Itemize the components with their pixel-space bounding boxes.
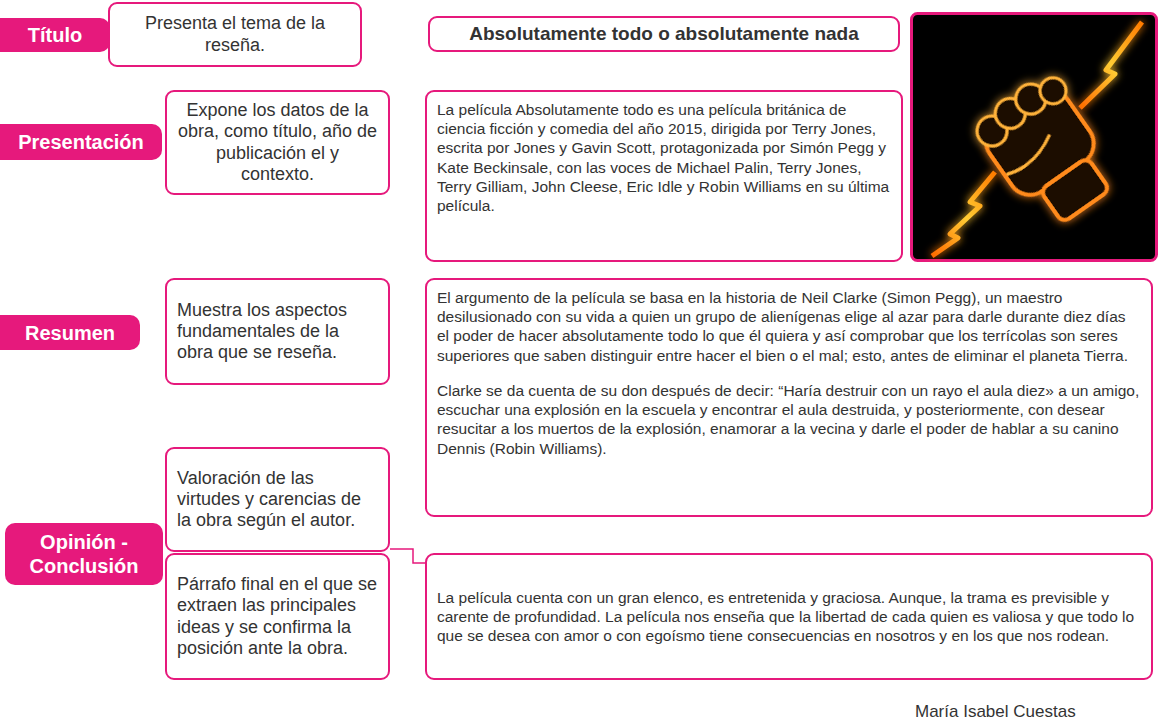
author-name: María Isabel Cuestas [915, 702, 1076, 722]
description-box: Expone los datos de la obra, como título… [165, 90, 390, 195]
section-name: Presentación [18, 130, 144, 154]
body-text: La película Absolutamente todo es una pe… [437, 100, 891, 215]
review-title: Absolutamente todo o absolutamente nada [469, 23, 859, 45]
section-tab: Opinión - Conclusión [5, 523, 163, 585]
body-text: Párrafo final en el que se extraen las p… [177, 574, 378, 659]
content-box: El argumento de la película se basa en l… [425, 278, 1153, 517]
description-box: Valoración de las virtudes y carencias d… [165, 447, 390, 552]
body-text: Presenta el tema de la reseña. [120, 13, 350, 55]
content-box: La película cuenta con un gran elenco, e… [425, 553, 1153, 680]
section-name: Opinión - Conclusión [13, 530, 155, 578]
section-name: Resumen [25, 321, 115, 345]
body-text: La película cuenta con un gran elenco, e… [437, 588, 1141, 646]
description-box: Párrafo final en el que se extraen las p… [165, 553, 390, 680]
connector-line [390, 549, 425, 563]
description-box: Muestra los aspectos fundamentales de la… [165, 278, 390, 385]
section-tab: Resumen [0, 315, 140, 350]
section-tab: Presentación [0, 124, 162, 160]
body-text: Valoración de las virtudes y carencias d… [177, 468, 378, 532]
body-text: Muestra los aspectos fundamentales de la… [177, 300, 378, 364]
title-box: Absolutamente todo o absolutamente nada [428, 16, 900, 52]
body-text: Clarke se da cuenta de su don después de… [437, 381, 1141, 458]
description-box: Presenta el tema de la reseña. [108, 2, 362, 67]
section-tab: Título [0, 18, 110, 52]
fist-illustration [910, 12, 1158, 262]
body-text: Expone los datos de la obra, como título… [177, 100, 378, 185]
body-text: El argumento de la película se basa en l… [437, 288, 1141, 365]
section-name: Título [28, 23, 82, 47]
content-box: La película Absolutamente todo es una pe… [425, 90, 903, 262]
